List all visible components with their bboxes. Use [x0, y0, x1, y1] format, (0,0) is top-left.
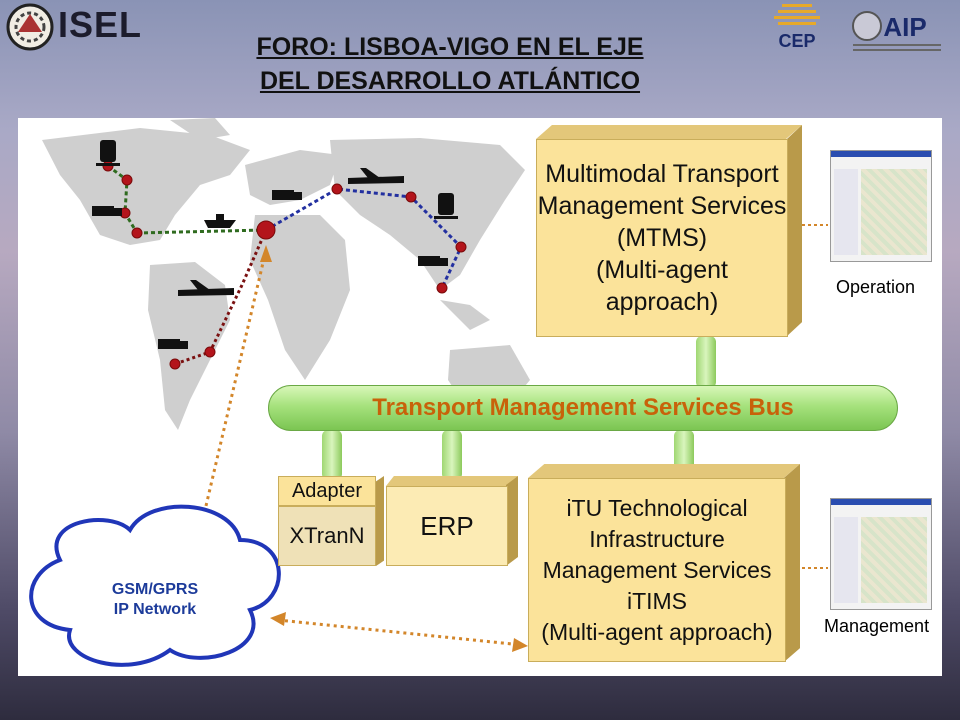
mtms-box: Multimodal Transport Management Services…	[536, 125, 802, 337]
cloud-label-line-2: IP Network	[113, 601, 197, 618]
xtrann-label: XTranN	[289, 523, 365, 548]
services-bus	[268, 385, 898, 431]
erp-box: ERP	[386, 476, 518, 566]
arrowhead-icon	[260, 245, 272, 262]
arrowhead-icon	[270, 612, 286, 626]
cep-logo-text: CEP	[778, 31, 815, 51]
itims-label: iTU Technological Infrastructure Managem…	[541, 494, 773, 645]
gear-emblem-icon	[6, 3, 54, 51]
page-title-line-1: FORO: LISBOA-VIGO EN EL EJE	[256, 33, 644, 61]
operation-screen-thumbnail	[830, 150, 932, 262]
truck-icon	[272, 190, 302, 200]
aip-logo: AIP	[845, 4, 945, 54]
node-dot-icon	[331, 183, 343, 195]
management-screen-thumbnail	[830, 498, 932, 610]
node-dot-icon	[169, 358, 181, 370]
truck-icon	[418, 256, 448, 266]
mtms-label: Multimodal Transport Management Services…	[537, 160, 787, 316]
node-dot-icon	[455, 241, 467, 253]
erp-label: ERP	[420, 510, 474, 541]
node-dot-icon	[256, 220, 276, 240]
pipe-mtms-bus	[696, 336, 716, 388]
node-dot-icon	[204, 346, 216, 358]
arrowhead-icon	[512, 638, 528, 652]
adapter-xtrann-box: Adapter XTranN	[278, 476, 384, 566]
airplane-icon	[348, 168, 404, 184]
services-bus-label: Transport Management Services Bus	[372, 394, 794, 421]
pipe-bus-adapter	[322, 430, 342, 480]
isel-logo	[4, 2, 124, 52]
page-title: FORO: LISBOA-VIGO EN EL EJE DEL DESARROL…	[140, 30, 760, 98]
truck-icon	[92, 206, 122, 216]
cep-logo: CEP	[760, 0, 834, 54]
connector-cloud-to-itims	[277, 618, 523, 647]
truck-icon	[158, 339, 188, 349]
cloud-label-line-1: GSM/GPRS	[111, 581, 199, 598]
cloud-label: GSM/GPRS IP Network	[95, 580, 215, 620]
train-icon	[434, 193, 458, 219]
train-icon	[96, 140, 120, 166]
transport-icons	[92, 140, 458, 349]
route-atlantic	[136, 228, 267, 235]
aip-logo-text: AIP	[883, 12, 926, 42]
itims-box: iTU Technological Infrastructure Managem…	[528, 464, 800, 662]
cloud-icon	[29, 504, 281, 667]
node-dot-icon	[121, 174, 133, 186]
node-dot-icon	[131, 227, 143, 239]
route-south-america	[174, 229, 268, 366]
pipe-bus-itims	[674, 430, 694, 470]
adapter-label: Adapter	[291, 479, 363, 502]
pipe-bus-erp	[442, 430, 462, 480]
node-dot-icon	[405, 191, 417, 203]
airplane-icon	[178, 280, 234, 296]
connector-cloud-to-map	[196, 249, 268, 541]
isel-logo-text: ISEL	[58, 4, 143, 45]
management-label: Management	[824, 616, 930, 636]
node-dot-icon	[436, 282, 448, 294]
page-title-line-2: DEL DESARROLLO ATLÁNTICO	[259, 67, 641, 95]
ship-icon	[204, 214, 236, 228]
operation-label: Operation	[836, 277, 916, 297]
